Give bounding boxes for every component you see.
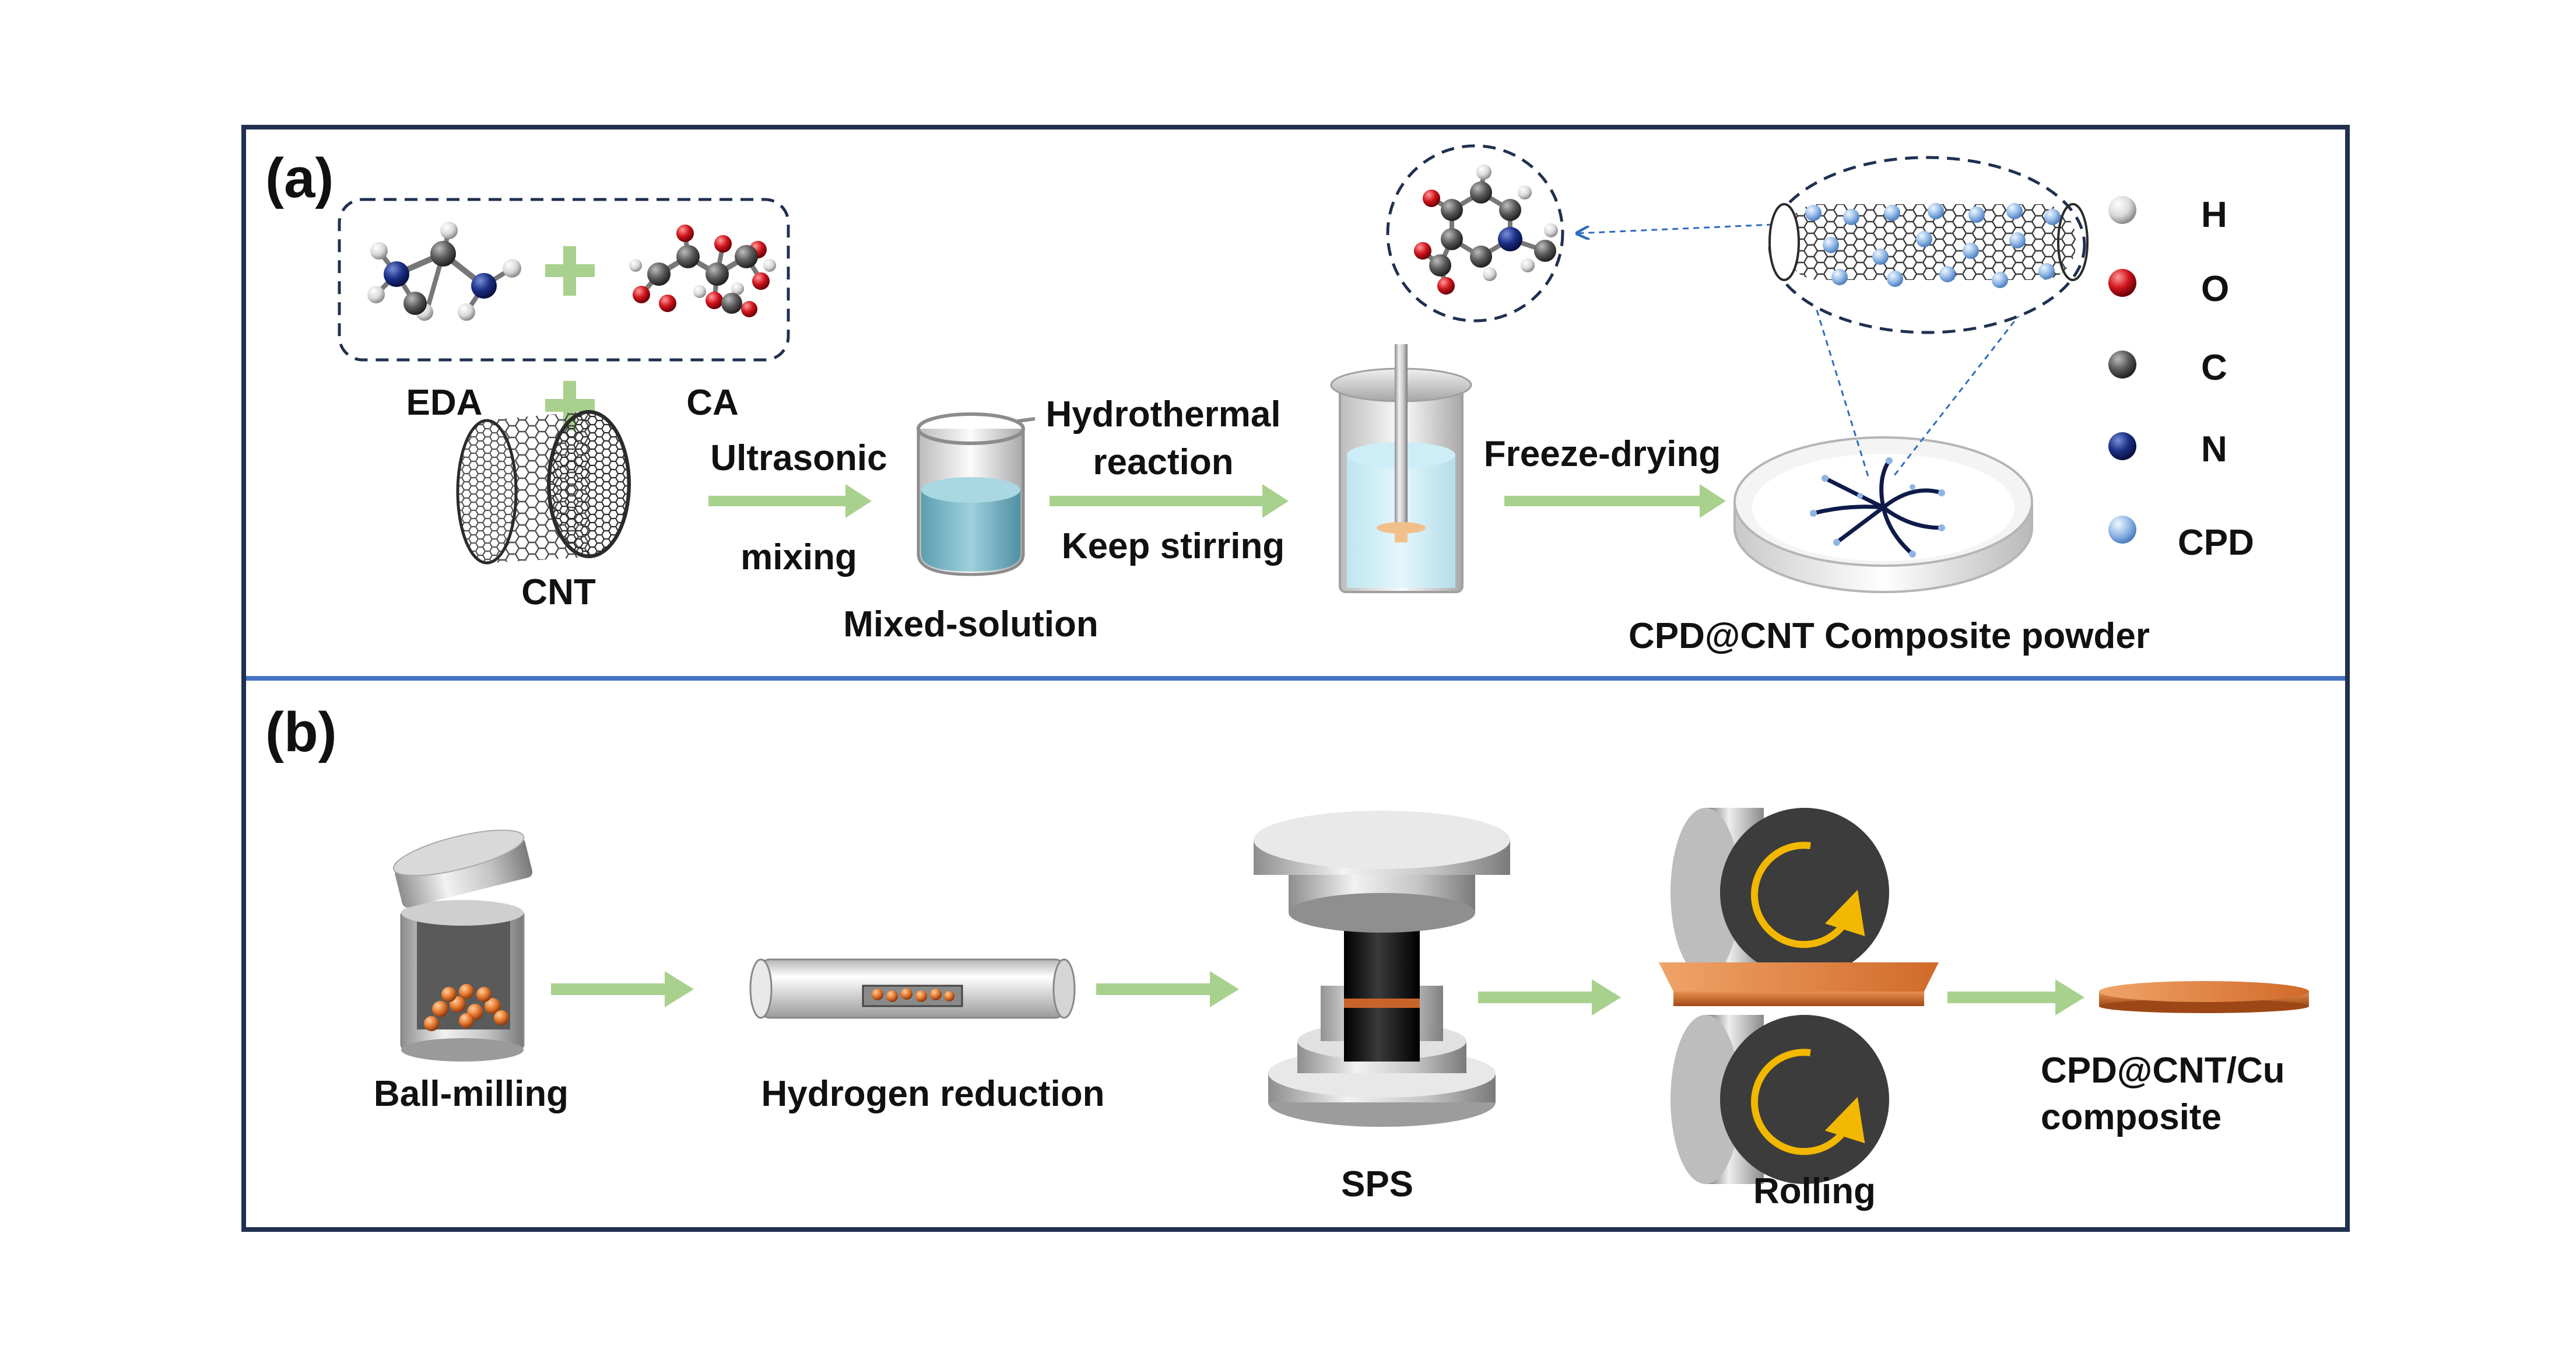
- arrow-to-rolling: [1478, 979, 1621, 1015]
- legend-cpd-label: CPD: [2178, 523, 2254, 563]
- label-hydrothermal: Hydrothermal: [1045, 394, 1281, 435]
- legend-h-sphere: [2108, 196, 2136, 224]
- label-keep-stirring: Keep stirring: [1061, 526, 1285, 566]
- autoclave-illustration: [1330, 344, 1472, 593]
- legend-c-label: C: [2201, 348, 2227, 388]
- label-rolling: Rolling: [1753, 1171, 1876, 1211]
- label-mixed-solution: Mixed-solution: [843, 604, 1099, 645]
- label-sps: SPS: [1340, 1164, 1414, 1204]
- label-product-powder: CPD@CNT Composite powder: [1628, 616, 2150, 656]
- beaker-illustration: [917, 412, 1036, 576]
- legend-o-sphere: [2108, 269, 2136, 297]
- reduction-tube: [749, 958, 1076, 1019]
- arrow-ultrasonic: [708, 484, 872, 518]
- ball-mill-jar: [392, 829, 533, 1062]
- label-eda: EDA: [406, 383, 483, 423]
- reactant-dashed-box: [338, 198, 790, 362]
- legend-h-label: H: [2201, 195, 2227, 235]
- petri-dish-illustration: [1733, 436, 2033, 593]
- label-ca: CA: [686, 383, 739, 423]
- rolling-mill: [1659, 808, 1939, 1184]
- label-mixing: mixing: [740, 537, 857, 577]
- cnt-illustration: [456, 410, 631, 565]
- label-freeze-drying: Freeze-drying: [1483, 434, 1721, 474]
- legend-o-label: O: [2201, 269, 2230, 309]
- arrow-hydrothermal: [1050, 484, 1289, 518]
- panel-b-tag: (b): [265, 701, 337, 763]
- label-composite-line1: CPD@CNT/Cu: [2041, 1050, 2285, 1091]
- legend-c-sphere: [2108, 351, 2136, 379]
- label-ball-milling: Ball-milling: [373, 1074, 569, 1114]
- label-ultrasonic: Ultrasonic: [710, 438, 887, 478]
- arrow-to-reduction: [551, 971, 694, 1007]
- arrow-to-sps: [1096, 971, 1239, 1007]
- sps-press: [1254, 811, 1510, 1127]
- arrow-to-composite: [1947, 979, 2084, 1015]
- label-hydrogen-reduction: Hydrogen reduction: [761, 1074, 1105, 1114]
- arrow-freeze-drying: [1504, 484, 1726, 518]
- legend-cpd-sphere: [2108, 516, 2136, 544]
- cnt-zoom-callout: [1768, 156, 2089, 334]
- legend-n-sphere: [2108, 432, 2136, 460]
- ca-molecule: [629, 225, 776, 317]
- label-cnt: CNT: [521, 572, 596, 612]
- label-reaction: reaction: [1093, 442, 1234, 482]
- outer-frame: [241, 125, 2350, 1232]
- composite-disk: [2099, 981, 2309, 1013]
- label-composite-line2: composite: [2041, 1097, 2222, 1137]
- legend-n-label: N: [2201, 429, 2227, 470]
- eda-molecule: [367, 222, 521, 321]
- panel-a-tag: (a): [265, 147, 334, 209]
- cpd-molecule-callout: [1386, 144, 1564, 323]
- plus-icon: [545, 246, 595, 296]
